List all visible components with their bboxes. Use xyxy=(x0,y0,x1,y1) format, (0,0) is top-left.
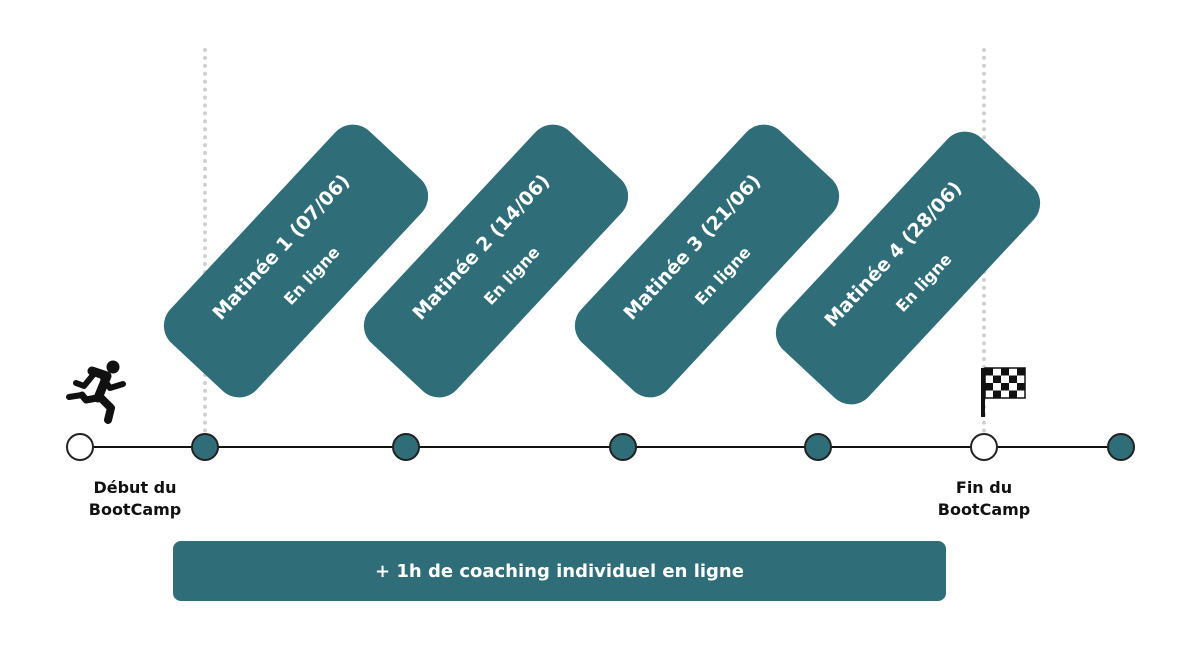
start-label: Début du BootCamp xyxy=(60,477,210,521)
timeline-node-4 xyxy=(804,433,832,461)
guide-line-start xyxy=(203,48,207,433)
timeline-node-1 xyxy=(191,433,219,461)
checkered-flag-icon xyxy=(981,367,1026,417)
end-label: Fin du BootCamp xyxy=(909,477,1059,521)
timeline-node-final xyxy=(1107,433,1135,461)
timeline-node-end xyxy=(970,433,998,461)
start-label-line1: Début du xyxy=(93,478,177,497)
end-label-line2: BootCamp xyxy=(937,500,1031,519)
timeline-node-2 xyxy=(392,433,420,461)
start-label-line2: BootCamp xyxy=(88,500,182,519)
end-label-line1: Fin du xyxy=(955,478,1013,497)
coaching-banner: + 1h de coaching individuel en ligne xyxy=(173,541,946,601)
coaching-banner-label: + 1h de coaching individuel en ligne xyxy=(375,560,744,582)
timeline-node-start xyxy=(66,433,94,461)
timeline-axis xyxy=(80,446,1122,448)
timeline-node-3 xyxy=(609,433,637,461)
running-person-icon xyxy=(66,360,126,424)
